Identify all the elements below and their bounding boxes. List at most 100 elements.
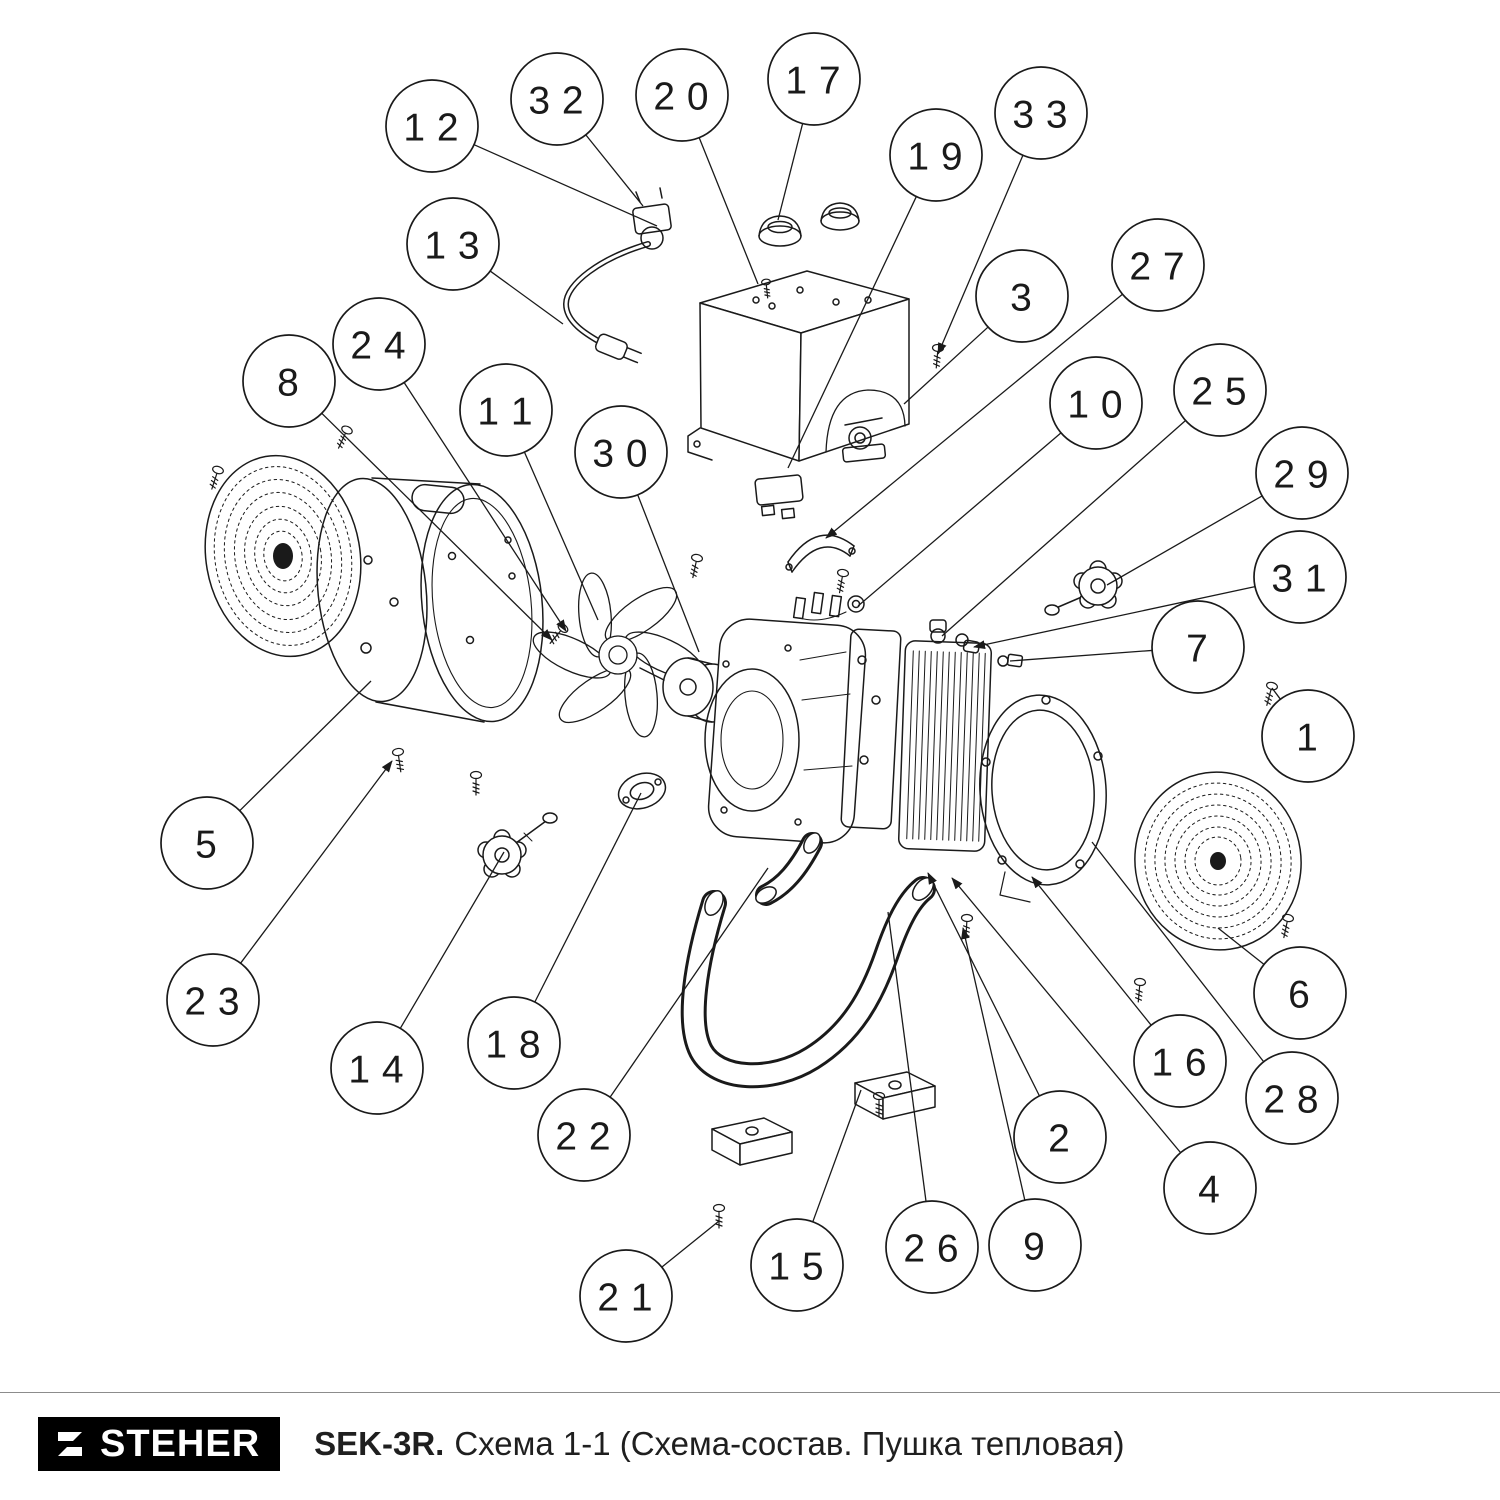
foot-left bbox=[711, 1117, 793, 1166]
balloon-number-15: 1 5 bbox=[768, 1246, 825, 1289]
thermostat bbox=[632, 187, 672, 250]
leader-line-22 bbox=[609, 867, 769, 1098]
leader-line-21 bbox=[661, 1220, 720, 1268]
balloon-circle-1 bbox=[1261, 689, 1355, 783]
balloon-circle-27 bbox=[1111, 218, 1205, 312]
leader-line-27 bbox=[825, 293, 1123, 539]
leader-line-11 bbox=[523, 451, 599, 621]
leader-line-7 bbox=[1009, 649, 1153, 662]
balloon-circle-22 bbox=[537, 1088, 631, 1182]
balloon-circle-9 bbox=[988, 1198, 1082, 1292]
leader-line-2 bbox=[927, 872, 1041, 1097]
round-knob-small bbox=[820, 202, 860, 231]
leader-line-12 bbox=[473, 144, 658, 227]
scheme-title: SEK-3R.Схема 1-1 (Схема-состав. Пушка те… bbox=[314, 1425, 1124, 1463]
callout-13: 1 3 bbox=[406, 197, 564, 325]
callout-21: 2 1 bbox=[579, 1220, 720, 1343]
callout-7: 7 bbox=[1009, 600, 1245, 694]
leader-line-18 bbox=[534, 792, 642, 1003]
handle bbox=[680, 876, 936, 1089]
balloon-number-18: 1 8 bbox=[485, 1024, 542, 1067]
balloon-number-32: 3 2 bbox=[528, 80, 585, 123]
balloon-circle-12 bbox=[385, 79, 479, 173]
balloon-circle-5 bbox=[160, 796, 254, 890]
balloon-circle-28 bbox=[1245, 1051, 1339, 1145]
balloon-circle-29 bbox=[1255, 426, 1349, 520]
callout-19: 1 9 bbox=[787, 108, 983, 469]
drum-shell bbox=[316, 477, 544, 723]
balloon-circle-18 bbox=[467, 996, 561, 1090]
steher-logo: STEHER bbox=[38, 1417, 281, 1471]
leader-line-17 bbox=[777, 123, 804, 221]
leader-line-1 bbox=[1271, 687, 1281, 700]
balloon-number-31: 3 1 bbox=[1271, 558, 1328, 601]
balloon-number-11: 1 1 bbox=[477, 391, 534, 434]
callout-6: 6 bbox=[1217, 927, 1347, 1040]
balloon-number-9: 9 bbox=[1023, 1226, 1047, 1269]
balloon-circle-30 bbox=[574, 405, 668, 499]
balloon-number-26: 2 6 bbox=[903, 1228, 960, 1271]
leader-line-10 bbox=[857, 432, 1062, 607]
balloon-number-28: 2 8 bbox=[1263, 1079, 1320, 1122]
balloon-number-13: 1 3 bbox=[424, 225, 481, 268]
fan-impeller bbox=[532, 572, 704, 738]
balloon-circle-33 bbox=[994, 66, 1088, 160]
callout-3: 3 bbox=[903, 249, 1069, 405]
round-knob-large bbox=[758, 215, 802, 247]
handle-upper-tube bbox=[755, 832, 823, 906]
balloon-circle-26 bbox=[885, 1200, 979, 1294]
callout-25: 2 5 bbox=[941, 343, 1267, 637]
leader-line-23 bbox=[240, 760, 393, 964]
balloon-number-6: 6 bbox=[1288, 974, 1312, 1017]
callout-5: 5 bbox=[160, 680, 372, 890]
footer: STEHER SEK-3R.Схема 1-1 (Схема-состав. П… bbox=[0, 1392, 1500, 1471]
leader-line-26 bbox=[887, 911, 927, 1202]
leader-line-19 bbox=[787, 196, 917, 469]
steher-logo-text: STEHER bbox=[100, 1423, 261, 1465]
leader-line-30 bbox=[637, 494, 700, 653]
leader-line-13 bbox=[489, 270, 564, 325]
callout-8: 8 bbox=[242, 334, 553, 641]
leader-line-8 bbox=[321, 412, 553, 641]
callout-24: 2 4 bbox=[332, 297, 567, 632]
callout-22: 2 2 bbox=[537, 867, 769, 1182]
callout-30: 3 0 bbox=[574, 405, 700, 653]
bolt-small bbox=[997, 653, 1024, 668]
balloon-number-5: 5 bbox=[195, 824, 219, 867]
terminal-plate bbox=[792, 591, 902, 830]
balloon-number-33: 3 3 bbox=[1012, 94, 1069, 137]
leader-line-6 bbox=[1217, 927, 1265, 965]
leader-line-24 bbox=[403, 382, 567, 632]
callout-16: 1 6 bbox=[1031, 876, 1227, 1108]
leader-line-15 bbox=[812, 1089, 862, 1223]
callout-15: 1 5 bbox=[750, 1089, 862, 1312]
plug bbox=[594, 333, 642, 364]
balloon-circle-13 bbox=[406, 197, 500, 291]
leader-line-31 bbox=[973, 586, 1256, 650]
balloon-circle-11 bbox=[459, 363, 553, 457]
balloon-circle-24 bbox=[332, 297, 426, 391]
callout-23: 2 3 bbox=[166, 760, 393, 1047]
balloon-number-29: 2 9 bbox=[1273, 454, 1330, 497]
callout-11: 1 1 bbox=[459, 363, 599, 621]
capacitor bbox=[754, 474, 804, 520]
leader-line-14 bbox=[399, 851, 505, 1029]
callout-18: 1 8 bbox=[467, 792, 642, 1090]
balloon-number-25: 2 5 bbox=[1191, 371, 1248, 414]
star-knob-left bbox=[477, 812, 558, 878]
balloon-circle-14 bbox=[330, 1021, 424, 1115]
outlet-grille bbox=[1134, 771, 1302, 951]
callout-20: 2 0 bbox=[635, 48, 759, 285]
fan-housing bbox=[704, 618, 867, 844]
scheme-label: Схема 1-1 (Схема-состав. Пушка тепловая) bbox=[454, 1425, 1125, 1462]
balloon-circle-7 bbox=[1151, 600, 1245, 694]
star-knob-right bbox=[1044, 560, 1123, 616]
balloon-circle-15 bbox=[750, 1218, 844, 1312]
leader-line-29 bbox=[1106, 495, 1263, 586]
balloon-number-30: 3 0 bbox=[592, 433, 649, 476]
balloon-circle-31 bbox=[1253, 530, 1347, 624]
balloon-number-14: 1 4 bbox=[348, 1049, 405, 1092]
